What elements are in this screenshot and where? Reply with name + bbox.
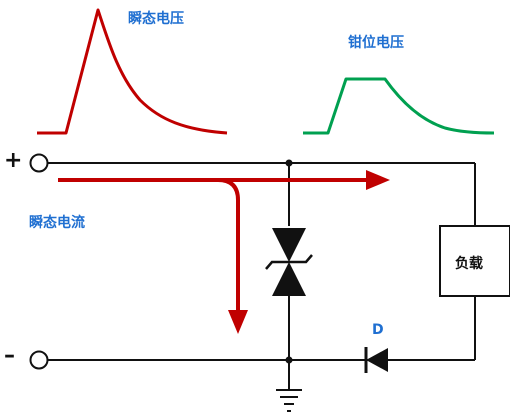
junction-top [285, 159, 293, 167]
tvs-diode [265, 228, 313, 296]
load-label: 负载 [455, 256, 483, 272]
transient-current-arrows [58, 170, 390, 334]
positive-terminal-circle [29, 153, 49, 173]
circuit-wires [48, 162, 476, 390]
ground-icon [276, 389, 302, 412]
transient-voltage-waveform [37, 8, 228, 135]
positive-terminal-label: + [4, 148, 23, 173]
transient-current-label: 瞬态电流 [29, 215, 85, 231]
current-arrow-right-head [366, 170, 390, 190]
current-arrow-down-head [228, 310, 248, 334]
clamp-voltage-waveform [303, 77, 495, 135]
diode-d [364, 347, 388, 373]
negative-terminal-label: – [4, 343, 15, 368]
transient-voltage-label: 瞬态电压 [128, 11, 184, 27]
negative-terminal-circle [29, 350, 49, 370]
clamp-voltage-label: 钳位电压 [348, 35, 404, 51]
diode-label: D [372, 322, 384, 338]
junction-bottom [285, 356, 293, 364]
load-box [439, 225, 510, 297]
